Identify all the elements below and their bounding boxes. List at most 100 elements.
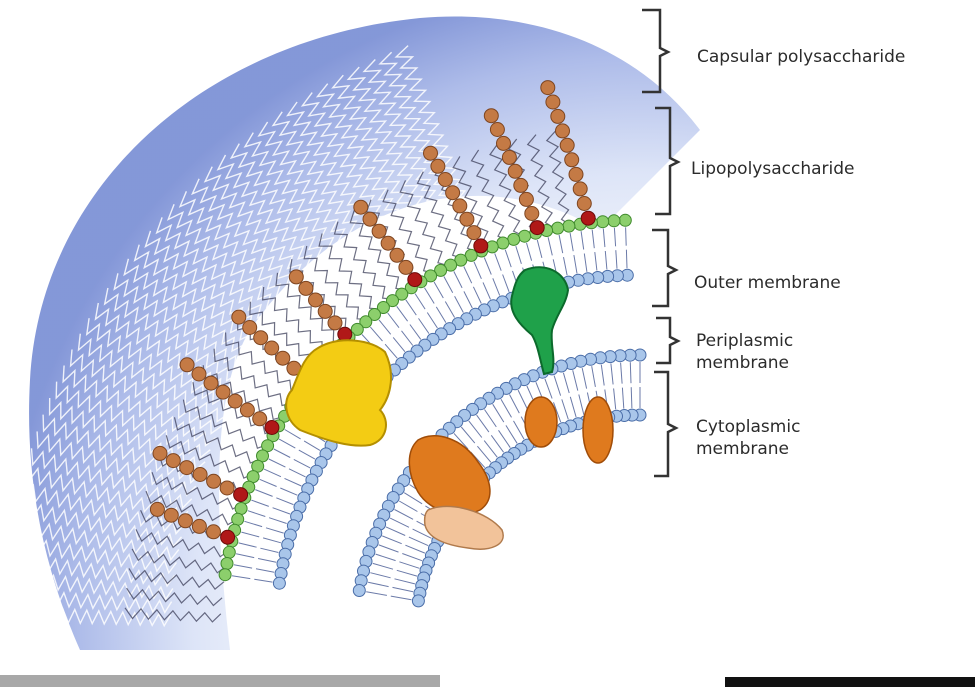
lipid-tail bbox=[630, 362, 631, 383]
lipid-tail bbox=[554, 376, 561, 396]
lipid-tail bbox=[264, 469, 281, 477]
lps-bead bbox=[438, 173, 452, 187]
lps-bead bbox=[232, 310, 246, 324]
lipid-tail bbox=[499, 430, 511, 447]
lipid-tail bbox=[258, 559, 276, 563]
lipid-tail bbox=[376, 554, 396, 561]
lps-bead bbox=[318, 304, 332, 318]
lps-bead bbox=[240, 403, 254, 417]
green-channel-protein bbox=[511, 267, 568, 374]
lipid-tail bbox=[592, 366, 596, 387]
lps-bead bbox=[508, 164, 522, 178]
lps-anchor bbox=[408, 273, 422, 287]
yellow-porin-protein bbox=[286, 340, 391, 445]
label-line: membrane bbox=[696, 352, 896, 374]
lipid-tail bbox=[562, 399, 569, 419]
lipid-tail bbox=[518, 390, 527, 409]
lps-bead bbox=[180, 461, 194, 475]
lipid-head bbox=[235, 503, 247, 515]
lipid-tail bbox=[248, 511, 265, 517]
lipid-head bbox=[619, 214, 631, 226]
lipid-head bbox=[552, 222, 564, 234]
lipid-head bbox=[232, 513, 244, 525]
bracket-outer bbox=[652, 230, 676, 306]
lipid-tail bbox=[445, 302, 454, 318]
lipid-tail bbox=[395, 510, 414, 520]
lipid-tail bbox=[582, 368, 586, 389]
lipid-tail bbox=[579, 395, 584, 415]
orange-membrane-protein-right bbox=[583, 397, 613, 463]
lipid-tail bbox=[595, 252, 597, 270]
lipid-tail bbox=[601, 365, 604, 386]
lps-bead bbox=[254, 331, 268, 345]
lipid-tail bbox=[239, 543, 257, 547]
lipid-tail bbox=[274, 449, 290, 458]
lipid-tail bbox=[474, 262, 481, 279]
lipid-tail bbox=[254, 579, 272, 582]
label-line: membrane bbox=[696, 438, 896, 460]
lps-bead bbox=[467, 226, 481, 240]
lipid-tail bbox=[241, 532, 259, 537]
lipid-head bbox=[508, 233, 520, 245]
lps-anchor bbox=[338, 327, 352, 341]
lipid-tail bbox=[491, 435, 503, 452]
lipid-tail bbox=[505, 250, 511, 268]
lipid-tail bbox=[603, 229, 605, 248]
lps-anchor bbox=[530, 221, 544, 235]
lps-bead bbox=[192, 519, 206, 533]
lipid-tail bbox=[473, 287, 481, 304]
lipid-tail bbox=[484, 258, 491, 275]
lipid-tail bbox=[444, 277, 453, 293]
lps-bead bbox=[460, 212, 474, 226]
lipid-tail bbox=[415, 294, 425, 310]
lps-bead bbox=[354, 200, 368, 214]
lipid-tail bbox=[399, 562, 419, 569]
lps-bead bbox=[431, 159, 445, 173]
lps-bead bbox=[502, 150, 516, 164]
lipid-tail bbox=[621, 363, 623, 384]
lipid-tail bbox=[454, 271, 462, 288]
label-line: Lipopolysaccharide bbox=[691, 158, 854, 180]
lipid-tail bbox=[269, 518, 287, 524]
lipid-tail bbox=[366, 592, 387, 596]
lipid-head bbox=[223, 546, 235, 558]
lipid-tail bbox=[395, 579, 415, 584]
lps-bead bbox=[381, 236, 395, 250]
lipid-head bbox=[221, 558, 233, 570]
lps-bead bbox=[192, 367, 206, 381]
lipid-tail bbox=[493, 404, 504, 422]
lps-bead bbox=[446, 186, 460, 200]
lipid-tail bbox=[501, 399, 512, 417]
lipid-tail bbox=[255, 490, 272, 497]
lps-bead bbox=[289, 270, 303, 284]
lipid-tail bbox=[626, 250, 627, 269]
lipid-tail bbox=[427, 313, 437, 329]
lipid-tail bbox=[545, 379, 552, 399]
lps-bead bbox=[166, 454, 180, 468]
lipid-tail bbox=[279, 439, 295, 448]
lps-bead bbox=[178, 514, 192, 528]
lps-bead bbox=[164, 508, 178, 522]
lipid-tail bbox=[477, 446, 491, 462]
lipid-tail bbox=[581, 231, 584, 249]
lps-anchor bbox=[474, 239, 488, 253]
bottom-black-bar bbox=[725, 677, 975, 687]
lipid-tail bbox=[406, 300, 417, 315]
lipid-head bbox=[273, 577, 285, 589]
label-cytoplasmic-membrane: Cytoplasmic membrane bbox=[696, 416, 896, 460]
lipid-tail bbox=[410, 325, 421, 340]
lps-bead bbox=[390, 248, 404, 262]
lps-bead bbox=[204, 376, 218, 390]
lipid-tail bbox=[514, 421, 525, 439]
lipid-tail bbox=[464, 267, 472, 284]
lps-bead bbox=[453, 199, 467, 213]
lipid-tail bbox=[419, 318, 430, 333]
lps-bead bbox=[577, 197, 591, 211]
lipid-tail bbox=[304, 441, 320, 451]
lipid-tail bbox=[280, 488, 297, 495]
lipid-tail bbox=[563, 373, 569, 393]
lipid-tail bbox=[626, 227, 627, 245]
lps-bead bbox=[541, 81, 555, 95]
label-line: Periplasmic bbox=[696, 330, 896, 352]
lps-bead bbox=[220, 481, 234, 495]
